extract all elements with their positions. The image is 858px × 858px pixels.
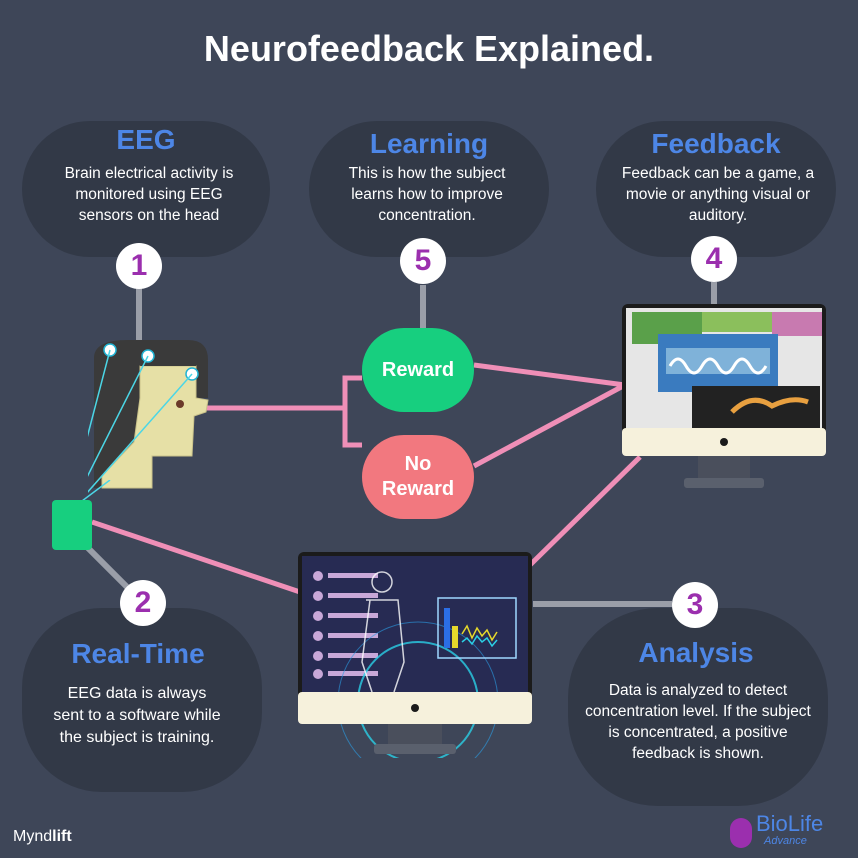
biolife-logo: BioLife Advance: [756, 811, 824, 848]
biolife-logo-icon: [730, 818, 752, 848]
head-icon: [88, 340, 209, 493]
heading-feedback: Feedback: [651, 128, 781, 159]
heading-learning: Learning: [369, 128, 489, 159]
badge-step-2: 2: [120, 580, 166, 626]
heading-analysis: Analysis: [638, 637, 754, 668]
badge-step-5: 5: [400, 238, 446, 284]
eeg-amplifier-icon: [52, 500, 92, 550]
myndlift-logo: Myndlift: [13, 828, 72, 845]
heading-eeg: EEG: [116, 124, 176, 155]
noreward-to-monitor: [472, 382, 627, 469]
text-eeg: Brain electrical activity is monitored u…: [64, 165, 234, 224]
text-learning: This is how the subject learns how to im…: [348, 165, 506, 224]
amp-to-analysis: [91, 519, 301, 595]
bubble-eeg: [22, 121, 270, 257]
page-title: Neurofeedback Explained.: [203, 28, 655, 69]
reward-pill: Reward: [362, 328, 474, 412]
text-feedback: Feedback can be a game, a movie or anyth…: [621, 165, 815, 224]
bubble-realtime: [22, 608, 262, 792]
bubble-analysis: [568, 608, 828, 806]
text-analysis: Data is analyzed to detect concentration…: [585, 682, 811, 762]
no-reward-label-1: No: [404, 453, 432, 475]
reward-label: Reward: [381, 358, 455, 381]
monitor-icon: [622, 304, 826, 488]
reward-to-monitor: [473, 362, 626, 388]
bubble-learning: [309, 121, 549, 257]
analysis-to-feedback: [528, 455, 642, 567]
monitor-icon: [298, 552, 532, 758]
bracket: [342, 375, 362, 448]
stem-2: [82, 542, 133, 593]
badge-step-4: 4: [691, 236, 737, 282]
bubble-feedback: [596, 121, 836, 257]
heading-realtime: Real-Time: [71, 638, 205, 669]
text-realtime: EEG data is always sent to a software wh…: [53, 685, 221, 746]
badge-step-3: 3: [672, 582, 718, 628]
badge-step-1: 1: [116, 243, 162, 289]
no-reward-pill: No Reward: [362, 435, 474, 519]
no-reward-label-2: Reward: [381, 478, 455, 500]
